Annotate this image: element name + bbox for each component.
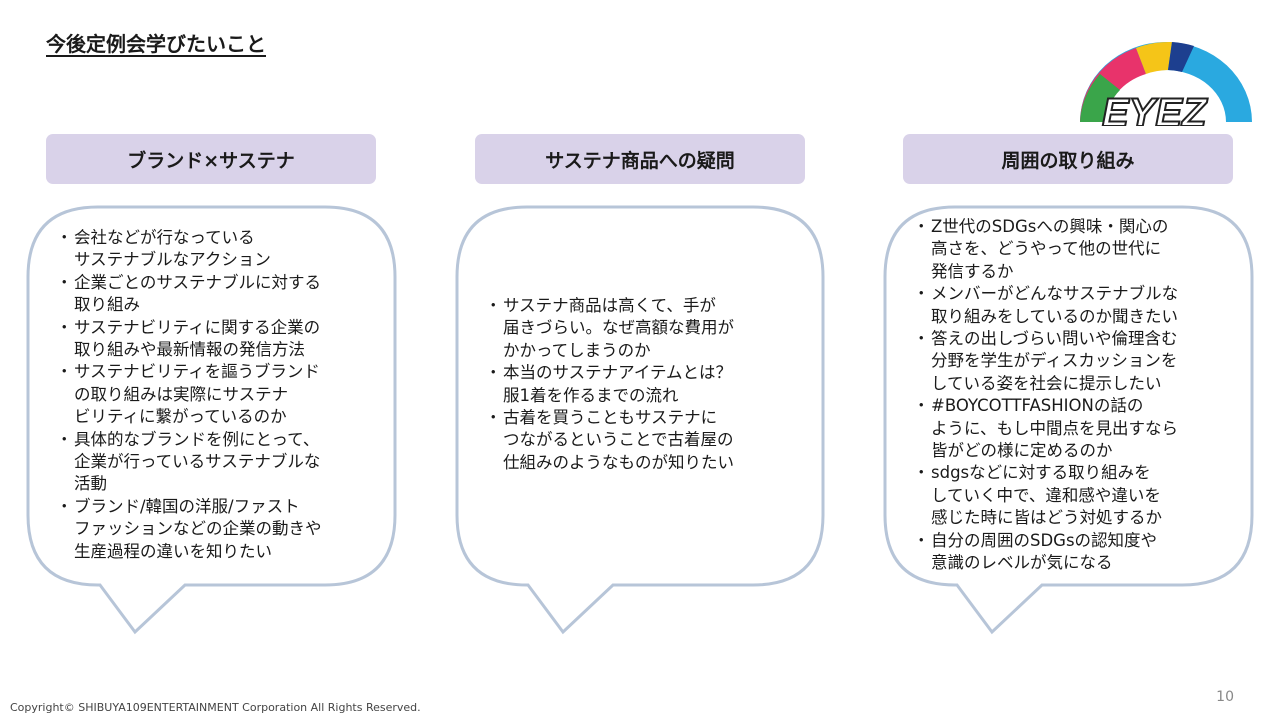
bullet-list-surroundings: ・Z世代のSDGsへの興味・関心の高さを、どうやって他の世代に発信するか・メンバ… xyxy=(913,216,1178,575)
bullet-icon: ・ xyxy=(913,396,930,416)
bullet-icon: ・ xyxy=(56,228,73,247)
list-item-line: 仕組みのようなものが知りたい xyxy=(503,452,734,472)
list-item: ・#BOYCOTTFASHIONの話のように、もし中間点を見出すなら皆がどの様に… xyxy=(913,395,1178,462)
list-item-line: 古着を買うこともサステナに xyxy=(503,408,718,428)
list-item-line: 取り組みや最新情報の発信方法 xyxy=(74,340,305,360)
list-item-line: ブランド/韓国の洋服/ファスト xyxy=(74,496,300,516)
speech-bubble-1 xyxy=(26,205,397,635)
bullet-list-brand-sustainability: ・会社などが行なっているサステナブルなアクション・企業ごとのサステナブルに対する… xyxy=(56,227,322,563)
bullet-icon: ・ xyxy=(913,217,930,236)
list-item: ・Z世代のSDGsへの興味・関心の高さを、どうやって他の世代に発信するか xyxy=(913,216,1178,283)
list-item-line: サステナブルなアクション xyxy=(74,250,271,270)
list-item-line: 意識のレベルが気になる xyxy=(931,553,1113,573)
bullet-icon: ・ xyxy=(485,296,502,315)
list-item: ・古着を買うこともサステナにつながるということで古着屋の仕組みのようなものが知り… xyxy=(485,407,734,474)
bullet-icon: ・ xyxy=(56,429,73,449)
list-item: ・サステナビリティを謳うブランドの取り組みは実際にサステナビリティに繋がっている… xyxy=(56,361,322,428)
copyright-text: Copyright© SHIBUYA109ENTERTAINMENT Corpo… xyxy=(10,701,421,714)
speech-bubble-3 xyxy=(883,205,1254,635)
list-item-line: sdgsなどに対する取り組みを xyxy=(931,463,1151,483)
list-item-line: 活動 xyxy=(74,474,107,494)
list-item-line: 発信するか xyxy=(931,261,1014,281)
list-item: ・企業ごとのサステナブルに対する取り組み xyxy=(56,272,322,317)
list-item-line: 会社などが行なっている xyxy=(74,228,255,247)
bullet-icon: ・ xyxy=(56,272,73,292)
list-item-line: 生産過程の違いを知りたい xyxy=(74,541,272,561)
list-item-line: 答えの出しづらい問いや倫理含む xyxy=(931,329,1178,349)
shibuya109-lab-eyez-logo: EYEZ xyxy=(1076,34,1256,136)
list-item-line: している姿を社会に提示したい xyxy=(931,373,1162,393)
list-item-line: 企業ごとのサステナブルに対する xyxy=(74,272,322,292)
bullet-icon: ・ xyxy=(913,530,930,550)
list-item: ・自分の周囲のSDGsの認知度や意識のレベルが気になる xyxy=(913,530,1178,575)
list-item-line: ファッションなどの企業の動きや xyxy=(74,519,322,539)
list-item-line: 皆がどの様に定めるのか xyxy=(931,441,1113,461)
list-item-line: #BOYCOTTFASHIONの話の xyxy=(931,396,1144,416)
column-header-surroundings: 周囲の取り組み xyxy=(903,134,1233,184)
bullet-icon: ・ xyxy=(913,329,930,349)
column-header-sustainable-products: サステナ商品への疑問 xyxy=(475,134,805,184)
page-number: 10 xyxy=(1216,689,1234,705)
list-item: ・答えの出しづらい問いや倫理含む分野を学生がディスカッションをしている姿を社会に… xyxy=(913,328,1178,395)
bullet-icon: ・ xyxy=(56,362,73,382)
list-item-line: 服1着を作るまでの流れ xyxy=(503,385,679,405)
slide-title: 今後定例会学びたいこと xyxy=(46,32,266,56)
list-item: ・メンバーがどんなサステナブルな取り組みをしているのか聞きたい xyxy=(913,283,1178,328)
list-item: ・サステナ商品は高くて、手が届きづらい。なぜ高額な費用がかかってしまうのか xyxy=(485,295,734,362)
list-item-line: かかってしまうのか xyxy=(503,340,651,360)
list-item-line: 感じた時に皆はどう対処するか xyxy=(931,508,1162,528)
list-item: ・sdgsなどに対する取り組みをしていく中で、違和感や違いを感じた時に皆はどう対… xyxy=(913,462,1178,529)
list-item-line: 取り組み xyxy=(74,295,140,315)
bullet-icon: ・ xyxy=(485,363,502,383)
list-item-line: 自分の周囲のSDGsの認知度や xyxy=(931,530,1158,550)
bullet-icon: ・ xyxy=(485,408,502,428)
list-item-line: 本当のサステナアイテムとは？ xyxy=(503,363,733,383)
list-item-line: の取り組みは実際にサステナ xyxy=(74,384,289,404)
list-item: ・サステナビリティに関する企業の取り組みや最新情報の発信方法 xyxy=(56,317,322,362)
list-item-line: 分野を学生がディスカッションを xyxy=(931,351,1178,371)
list-item: ・具体的なブランドを例にとって、企業が行っているサステナブルな活動 xyxy=(56,429,322,496)
list-item-line: 企業が行っているサステナブルな xyxy=(74,452,321,472)
list-item-line: 具体的なブランドを例にとって、 xyxy=(74,429,320,449)
list-item-line: ビリティに繋がっているのか xyxy=(74,407,287,427)
bullet-list-sustainable-products: ・サステナ商品は高くて、手が届きづらい。なぜ高額な費用がかかってしまうのか・本当… xyxy=(485,295,734,474)
list-item-line: サステナビリティに関する企業の xyxy=(74,317,321,337)
bullet-icon: ・ xyxy=(56,496,73,516)
bullet-icon: ・ xyxy=(913,284,930,304)
list-item-line: サステナビリティを謳うブランド xyxy=(74,362,320,382)
list-item-line: つながるということで古着屋の xyxy=(503,430,734,450)
list-item-line: Z世代のSDGsへの興味・関心の xyxy=(931,217,1169,236)
list-item: ・ブランド/韓国の洋服/ファストファッションなどの企業の動きや生産過程の違いを知… xyxy=(56,496,322,563)
list-item-line: 届きづらい。なぜ高額な費用が xyxy=(503,318,734,338)
speech-bubble-2 xyxy=(455,205,825,635)
list-item-line: 高さを、どうやって他の世代に xyxy=(931,239,1162,259)
column-header-brand-sustainability: ブランド×サステナ xyxy=(46,134,376,184)
list-item-line: メンバーがどんなサステナブルな xyxy=(931,284,1179,304)
list-item-line: サステナ商品は高くて、手が xyxy=(503,296,716,315)
list-item: ・会社などが行なっているサステナブルなアクション xyxy=(56,227,322,272)
list-item-line: していく中で、違和感や違いを xyxy=(931,485,1161,505)
list-item: ・本当のサステナアイテムとは？服1着を作るまでの流れ xyxy=(485,362,734,407)
list-item-line: ように、もし中間点を見出すなら xyxy=(931,418,1179,438)
bullet-icon: ・ xyxy=(913,463,930,483)
list-item-line: 取り組みをしているのか聞きたい xyxy=(931,306,1179,326)
bullet-icon: ・ xyxy=(56,317,73,337)
